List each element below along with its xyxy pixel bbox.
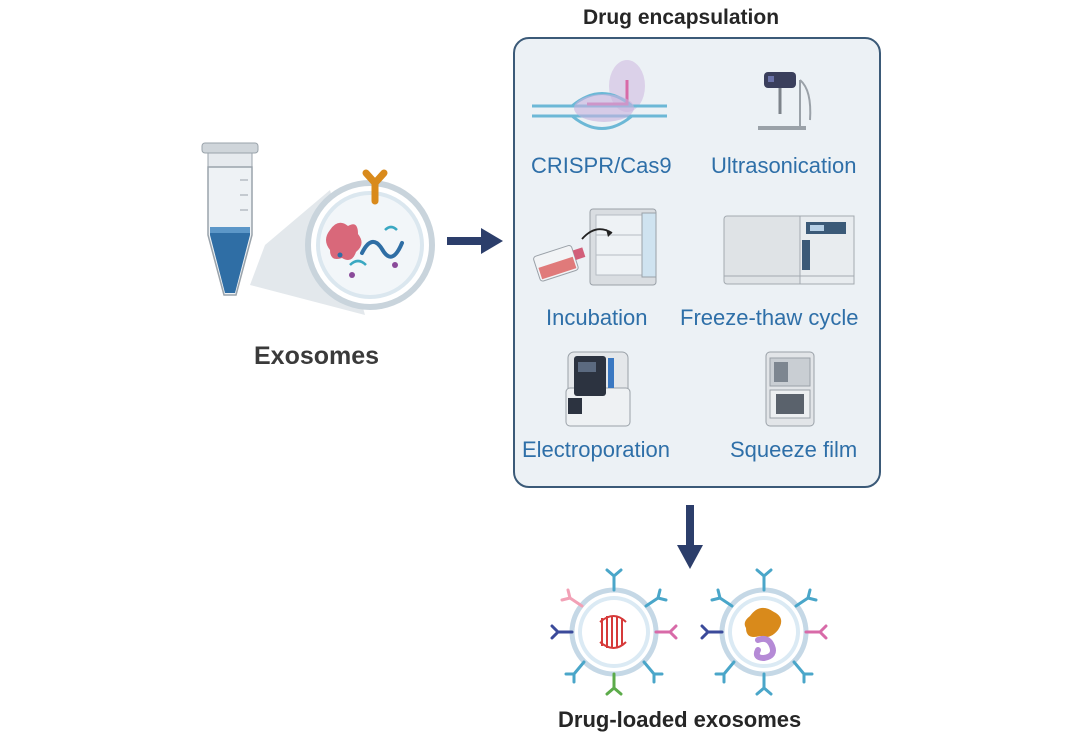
drug-encapsulation-title: Drug encapsulation: [583, 6, 780, 29]
squeeze-film-device-icon: [765, 351, 815, 427]
exosome-tube-illustration: [201, 142, 435, 315]
electroporator-icon: [565, 351, 631, 427]
ultrasonicator-icon: [758, 72, 812, 130]
right-arrow-icon: [447, 228, 503, 254]
method-label-crispr: CRISPR/Cas9: [531, 153, 672, 178]
drug-loaded-exosomes-illustration: [550, 568, 828, 696]
down-arrow-icon: [677, 505, 703, 569]
method-label-squeeze-film: Squeeze film: [730, 437, 858, 462]
incubator-icon: [533, 208, 657, 286]
freezer-icon: [723, 215, 855, 285]
method-label-electroporation: Electroporation: [522, 437, 670, 462]
crispr-cas9-icon: [532, 60, 667, 130]
drug-loaded-exosomes-label: Drug-loaded exosomes: [558, 707, 802, 732]
method-label-incubation: Incubation: [546, 305, 648, 330]
method-label-freeze-thaw: Freeze-thaw cycle: [680, 305, 859, 330]
exosomes-label: Exosomes: [254, 342, 380, 370]
method-label-ultrasonication: Ultrasonication: [711, 153, 857, 178]
